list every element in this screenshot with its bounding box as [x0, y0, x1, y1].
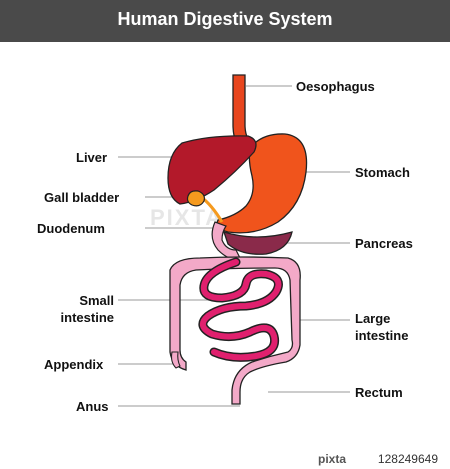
small-intestine	[198, 257, 283, 362]
label-duodenum: Duodenum	[37, 221, 105, 236]
footer-bar	[0, 449, 450, 469]
label-small-intestine-line1: Small	[79, 293, 114, 308]
large-intestine	[169, 256, 301, 405]
pancreas	[222, 231, 293, 255]
label-oesophagus: Oesophagus	[296, 79, 375, 94]
footer-image-id: 128249649	[377, 452, 438, 466]
appendix	[170, 351, 181, 369]
label-rectum: Rectum	[355, 385, 403, 400]
stomach	[216, 133, 308, 234]
label-stomach: Stomach	[355, 165, 410, 180]
liver	[167, 135, 257, 205]
diagram-title: Human Digestive System	[117, 9, 333, 29]
footer-logo: pixta	[318, 452, 347, 466]
label-large-intestine-line1: Large	[355, 311, 391, 326]
label-large-intestine-line2: intestine	[355, 328, 409, 343]
label-pancreas: Pancreas	[355, 236, 413, 251]
watermark: PIXTA	[150, 205, 224, 230]
label-gall-bladder: Gall bladder	[44, 190, 120, 205]
title-bar	[0, 0, 450, 42]
label-anus: Anus	[76, 399, 109, 414]
gall-bladder	[186, 190, 205, 207]
label-appendix: Appendix	[44, 357, 104, 372]
label-liver: Liver	[76, 150, 108, 165]
label-small-intestine-line2: intestine	[60, 310, 114, 325]
